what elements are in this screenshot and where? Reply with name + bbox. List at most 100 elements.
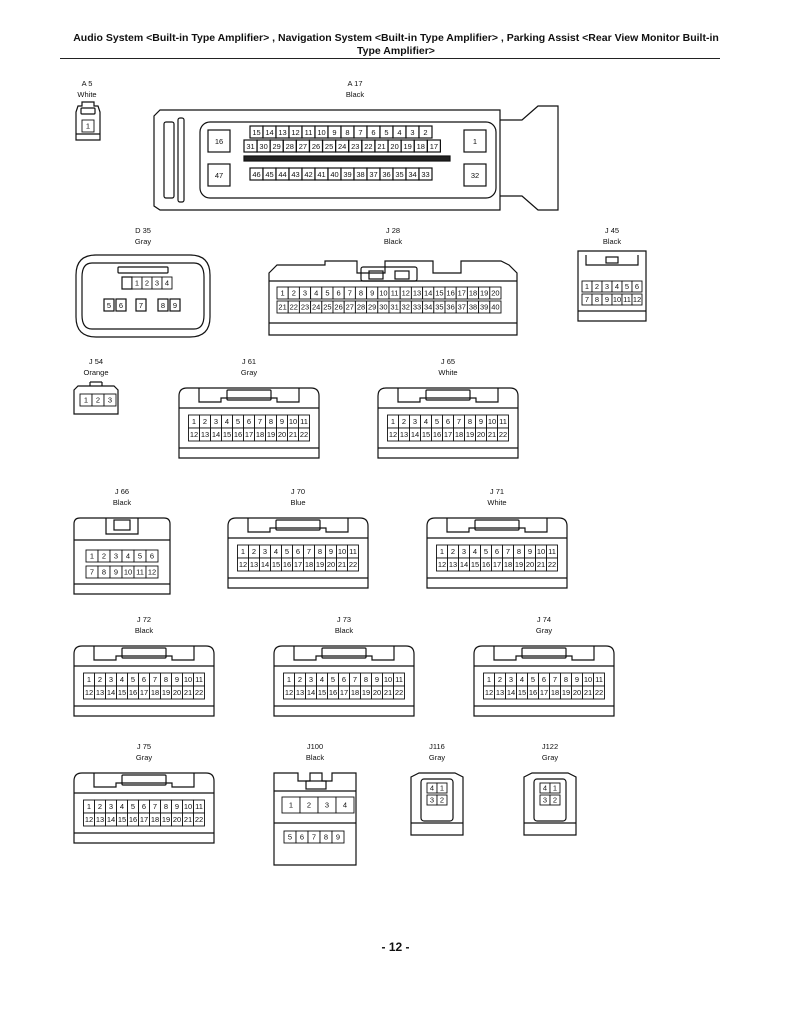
pin-number: 19 bbox=[162, 688, 170, 697]
pin-number: 5 bbox=[531, 675, 535, 684]
pin-cell bbox=[145, 549, 159, 563]
pin-number: 1 bbox=[440, 547, 444, 556]
pin-number: 20 bbox=[278, 430, 286, 439]
pin-number: 36 bbox=[382, 170, 390, 179]
pin-number: 21 bbox=[377, 142, 385, 151]
pin-number: 30 bbox=[379, 303, 387, 312]
pin-number: 22 bbox=[395, 688, 403, 697]
pin-number: 14 bbox=[261, 560, 269, 569]
latch-slot bbox=[521, 647, 567, 659]
connector-housing bbox=[75, 254, 211, 338]
pin-number: 22 bbox=[349, 560, 357, 569]
pin-number: 20 bbox=[573, 688, 581, 697]
connector-color: White bbox=[438, 368, 458, 377]
pin-number: 11 bbox=[300, 417, 308, 426]
pin-number: 7 bbox=[506, 547, 510, 556]
pin-number: 21 bbox=[338, 560, 346, 569]
connector-id: J122 bbox=[541, 742, 559, 751]
connector-color: Gray bbox=[134, 237, 152, 246]
pin-number: 23 bbox=[351, 142, 359, 151]
pin-number: 11 bbox=[305, 128, 313, 137]
pin-cell bbox=[103, 298, 115, 312]
connector-latch bbox=[446, 518, 548, 533]
pin-number: 7 bbox=[153, 802, 157, 811]
pin-number: 10 bbox=[289, 417, 297, 426]
pin-number: 22 bbox=[548, 560, 556, 569]
pin-number: 15 bbox=[252, 128, 260, 137]
pin-cell bbox=[157, 298, 169, 312]
pin-cell bbox=[463, 163, 487, 187]
pin-number: 44 bbox=[278, 170, 286, 179]
pin-number: 13 bbox=[449, 560, 457, 569]
pin-number: 8 bbox=[564, 675, 568, 684]
pin-number: 1 bbox=[87, 675, 91, 684]
connector-latch bbox=[93, 646, 195, 661]
pin-number: 7 bbox=[457, 417, 461, 426]
pin-number: 5 bbox=[384, 128, 388, 137]
pin-number: 17 bbox=[458, 289, 466, 298]
pin-number: 17 bbox=[140, 815, 148, 824]
pin-number: 9 bbox=[575, 675, 579, 684]
pin-number: 33 bbox=[413, 303, 421, 312]
pin-number: 13 bbox=[496, 688, 504, 697]
pin-number: 19 bbox=[404, 142, 412, 151]
pin-number: 9 bbox=[175, 675, 179, 684]
pin-number: 1 bbox=[287, 675, 291, 684]
pin-cell bbox=[115, 298, 127, 312]
latch-slot bbox=[275, 519, 321, 531]
pin-number: 38 bbox=[356, 170, 364, 179]
pin-number: 3 bbox=[263, 547, 267, 556]
connector-color: Black bbox=[112, 498, 132, 507]
pin-number: 22 bbox=[499, 430, 507, 439]
pin-number: 11 bbox=[195, 675, 203, 684]
pin-cell bbox=[593, 685, 605, 700]
connector-housing bbox=[227, 517, 369, 589]
connector-id: J 45 bbox=[604, 226, 620, 235]
pin-number: 21 bbox=[184, 815, 192, 824]
pin-number: 6 bbox=[142, 675, 146, 684]
pin-cell bbox=[426, 139, 441, 153]
latch-slot bbox=[425, 389, 471, 401]
pin-number: 18 bbox=[256, 430, 264, 439]
connector-id: A 17 bbox=[347, 79, 363, 88]
pin-number: 6 bbox=[337, 289, 341, 298]
pin-number: 15 bbox=[422, 430, 430, 439]
pin-number: 2 bbox=[451, 547, 455, 556]
connector-housing bbox=[523, 772, 577, 836]
pin-number: 6 bbox=[635, 282, 639, 291]
pin-number: 5 bbox=[331, 675, 335, 684]
pin-number: 2 bbox=[292, 289, 296, 298]
pin-number: 46 bbox=[252, 170, 260, 179]
pin-number: 21 bbox=[537, 560, 545, 569]
pin-number: 13 bbox=[296, 688, 304, 697]
pin-number: 13 bbox=[413, 289, 421, 298]
connector-housing bbox=[273, 772, 357, 866]
pin-number: 4 bbox=[615, 282, 619, 291]
connector-color: Gray bbox=[240, 368, 258, 377]
inner-outline bbox=[533, 778, 567, 822]
pin-number: 21 bbox=[384, 688, 392, 697]
pin-number: 13 bbox=[278, 128, 286, 137]
pin-number: 22 bbox=[290, 303, 298, 312]
pin-number: 11 bbox=[391, 289, 399, 298]
connector-latch bbox=[247, 518, 349, 533]
pin-number: 8 bbox=[517, 547, 521, 556]
pin-number: 7 bbox=[348, 289, 352, 298]
connector-color: Black bbox=[383, 237, 403, 246]
pin-number: 12 bbox=[389, 430, 397, 439]
pin-number: 9 bbox=[528, 547, 532, 556]
pin-number: 7 bbox=[90, 568, 94, 577]
pin-number: 1 bbox=[84, 396, 88, 405]
pin-cell bbox=[169, 298, 181, 312]
connector-color: Black bbox=[334, 626, 354, 635]
latch-slot bbox=[305, 780, 327, 790]
pin-number: 5 bbox=[131, 802, 135, 811]
pin-cell bbox=[347, 557, 359, 572]
